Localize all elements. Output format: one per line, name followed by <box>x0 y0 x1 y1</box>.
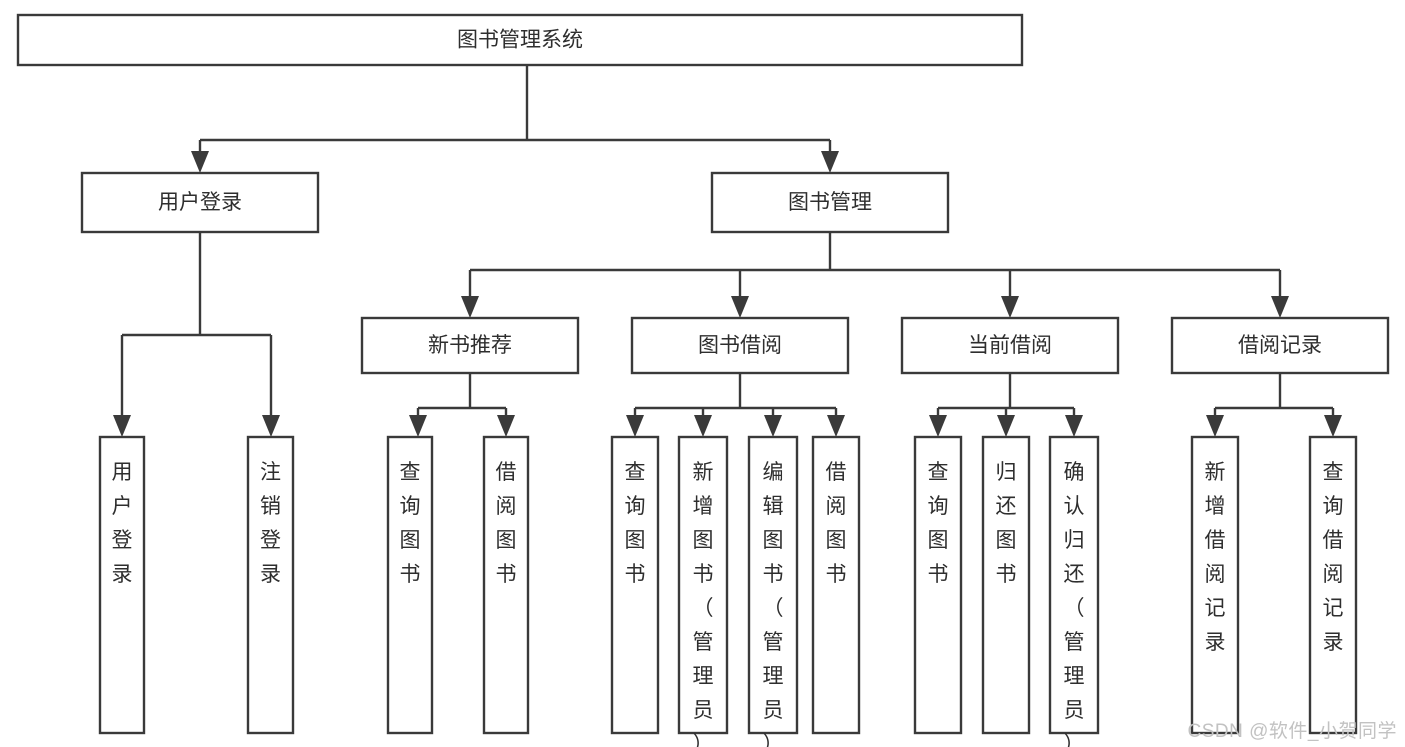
group-1-drop-0-arrow-icon <box>626 415 644 437</box>
node-box-rect[interactable] <box>386 435 434 735</box>
node-leaf-query-borrow-record[interactable]: 查询借阅记录 <box>1308 435 1358 735</box>
node-label: 用户登录 <box>112 461 133 586</box>
node-label: 编辑图书（管理员） <box>763 461 784 747</box>
node-label: 归还图书 <box>996 461 1017 586</box>
node-box-rect[interactable] <box>80 171 320 234</box>
node-user-login[interactable]: 用户登录 <box>80 171 320 234</box>
node-label: 图书借阅 <box>698 334 782 357</box>
node-book-borrow[interactable]: 图书借阅 <box>630 316 850 375</box>
group-2-drop-1-arrow-icon <box>997 415 1015 437</box>
node-box-rect[interactable] <box>360 316 580 375</box>
user-login-drop-1-arrow-icon <box>262 415 280 437</box>
group-3-drop-0-arrow-icon <box>1206 415 1224 437</box>
node-label: 借阅记录 <box>1238 334 1322 357</box>
node-box-rect[interactable] <box>981 435 1031 735</box>
node-box-rect[interactable] <box>1190 435 1240 735</box>
node-box-rect[interactable] <box>710 171 950 234</box>
group-1-drop-1-arrow-icon <box>694 415 712 437</box>
node-label: 用户登录 <box>158 191 242 214</box>
node-leaf-query-book-2[interactable]: 查询图书 <box>610 435 660 735</box>
node-box-rect[interactable] <box>900 316 1120 375</box>
node-label: 新增图书（管理员） <box>693 461 714 747</box>
root-drop-0-arrow-icon <box>191 151 209 173</box>
node-current-borrow[interactable]: 当前借阅 <box>900 316 1120 375</box>
node-leaf-user-logout[interactable]: 注销登录 <box>246 435 295 735</box>
user-login-drop-0-arrow-icon <box>113 415 131 437</box>
node-leaf-query-book-3[interactable]: 查询图书 <box>913 435 963 735</box>
node-leaf-edit-book-admin[interactable]: 编辑图书（管理员） <box>747 435 799 747</box>
node-box-rect[interactable] <box>1308 435 1358 735</box>
node-label: 注销登录 <box>260 461 281 586</box>
book-manage-drop-2-arrow-icon <box>1001 296 1019 318</box>
book-manage-drop-1-arrow-icon <box>731 296 749 318</box>
root-drop-1-arrow-icon <box>821 151 839 173</box>
node-box-rect[interactable] <box>747 435 799 735</box>
node-box-rect[interactable] <box>677 435 729 735</box>
node-leaf-query-book-1[interactable]: 查询图书 <box>386 435 434 735</box>
group-2-drop-2-arrow-icon <box>1065 415 1083 437</box>
node-leaf-user-login[interactable]: 用户登录 <box>98 435 146 735</box>
node-box-rect[interactable] <box>913 435 963 735</box>
node-label: 新增借阅记录 <box>1205 461 1226 654</box>
node-box-rect[interactable] <box>1170 316 1390 375</box>
node-box-rect[interactable] <box>1048 435 1100 735</box>
node-label: 新书推荐 <box>428 334 512 357</box>
node-label: 借阅图书 <box>826 461 847 586</box>
node-label: 借阅图书 <box>496 461 517 586</box>
node-borrow-record[interactable]: 借阅记录 <box>1170 316 1390 375</box>
node-box-rect[interactable] <box>811 435 861 735</box>
node-label: 当前借阅 <box>968 334 1052 357</box>
node-book-manage[interactable]: 图书管理 <box>710 171 950 234</box>
csdn-watermark: CSDN @软件_小贺同学 <box>1187 721 1397 742</box>
node-label: 图书管理系统 <box>457 29 583 52</box>
node-label: 查询图书 <box>625 461 646 586</box>
group-0-drop-1-arrow-icon <box>497 415 515 437</box>
node-root[interactable]: 图书管理系统 <box>16 13 1024 67</box>
node-leaf-add-book-admin[interactable]: 新增图书（管理员） <box>677 435 729 747</box>
node-label: 查询图书 <box>400 461 421 586</box>
node-box-rect[interactable] <box>482 435 530 735</box>
node-label: 查询借阅记录 <box>1323 461 1344 654</box>
book-manage-drop-0-arrow-icon <box>461 296 479 318</box>
node-box-rect[interactable] <box>246 435 295 735</box>
node-leaf-borrow-book-2[interactable]: 借阅图书 <box>811 435 861 735</box>
nodes-layer: 图书管理系统用户登录图书管理新书推荐图书借阅当前借阅借阅记录用户登录注销登录查询… <box>16 13 1390 747</box>
node-box-rect[interactable] <box>16 13 1024 67</box>
node-new-book-recommend[interactable]: 新书推荐 <box>360 316 580 375</box>
connectors-layer <box>113 65 1342 437</box>
node-leaf-confirm-return[interactable]: 确认归还（管理员） <box>1048 435 1100 747</box>
node-label: 查询图书 <box>928 461 949 586</box>
node-label: 确认归还（管理员） <box>1064 461 1085 747</box>
group-1-drop-2-arrow-icon <box>764 415 782 437</box>
node-leaf-add-borrow-record[interactable]: 新增借阅记录 <box>1190 435 1240 735</box>
node-box-rect[interactable] <box>98 435 146 735</box>
node-box-rect[interactable] <box>610 435 660 735</box>
group-2-drop-0-arrow-icon <box>929 415 947 437</box>
group-1-drop-3-arrow-icon <box>827 415 845 437</box>
book-manage-drop-3-arrow-icon <box>1271 296 1289 318</box>
node-box-rect[interactable] <box>630 316 850 375</box>
group-0-drop-0-arrow-icon <box>409 415 427 437</box>
node-leaf-borrow-book-1[interactable]: 借阅图书 <box>482 435 530 735</box>
node-label: 图书管理 <box>788 191 872 214</box>
group-3-drop-1-arrow-icon <box>1324 415 1342 437</box>
node-leaf-return-book[interactable]: 归还图书 <box>981 435 1031 735</box>
